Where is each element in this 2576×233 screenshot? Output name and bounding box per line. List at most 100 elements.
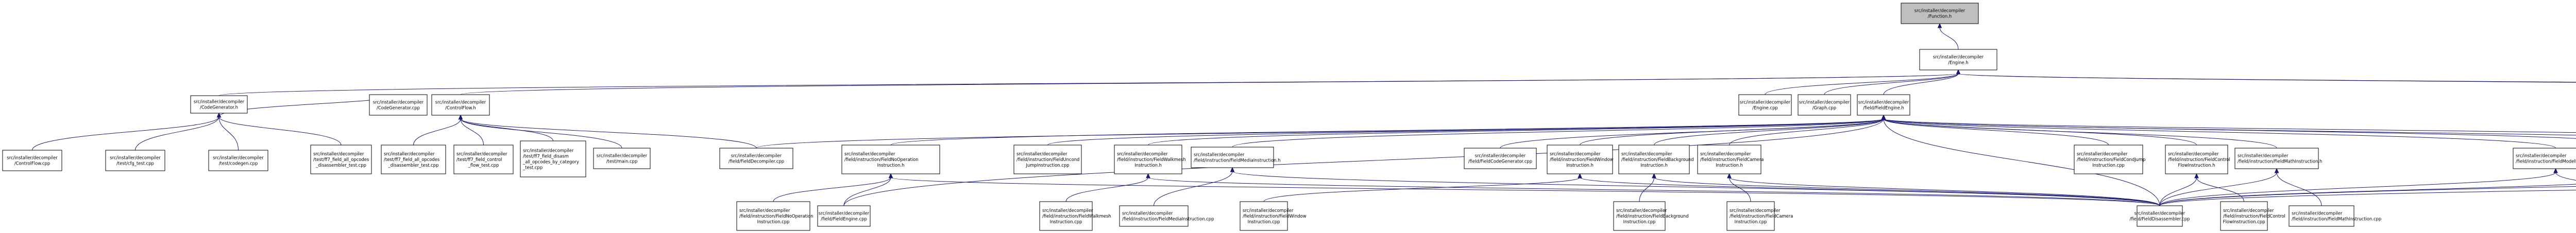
node-label: /field/instruction/FieldWalkmesh [1117, 157, 1186, 162]
graph-node-engine-cpp[interactable]: src/installer/decompiler/Engine.cpp [1738, 94, 1792, 116]
graph-node-function-h[interactable]: src/installer/decompiler/Function.h [1901, 3, 1979, 24]
graph-node-controlflow-h[interactable]: src/installer/decompiler/ControlFlow.h [431, 94, 490, 116]
graph-node-fielddisassembler-cpp[interactable]: src/installer/decompiler/field/FieldDisa… [2130, 205, 2190, 227]
dependency-edge [2159, 189, 2576, 206]
graph-node-fieldbackground-h[interactable]: src/installer/decompiler/field/instructi… [1618, 145, 1694, 174]
node-label: /CodeGenerator.cpp [377, 105, 420, 111]
graph-node-fieldcodegenerator-cpp[interactable]: src/installer/decompiler/field/FieldCode… [1464, 148, 1537, 169]
graph-node-fieldwindow-h[interactable]: src/installer/decompiler/field/instructi… [1547, 145, 1614, 174]
graph-node-graph-cpp[interactable]: src/installer/decompiler/Graph.cpp [1798, 94, 1851, 116]
graph-node-fieldmedia-cpp[interactable]: src/installer/decompiler/field/instructi… [1119, 205, 1214, 227]
node-label: /Function.h [1928, 14, 1952, 19]
graph-node-fieldwindow-cpp[interactable]: src/installer/decompiler/field/instructi… [1240, 201, 1307, 231]
node-label: /test/codegen.cpp [219, 161, 258, 166]
node-label: /field/FieldCodeGenerator.cpp [1468, 159, 1532, 164]
node-label: src/installer/decompiler [2077, 151, 2128, 156]
graph-node-fieldcondjump-cpp[interactable]: src/installer/decompiler/field/instructi… [2074, 145, 2145, 174]
graph-node-fieldmath-cpp[interactable]: src/installer/decompiler/field/instructi… [2289, 205, 2381, 227]
graph-node-fieldbackground-cpp[interactable]: src/installer/decompiler/field/instructi… [1613, 201, 1689, 231]
node-label: /field/FieldEngine.h [1863, 105, 1904, 111]
node-label: /field/FieldDecompiler.cpp [728, 159, 784, 164]
dependency-edge [1729, 177, 2160, 206]
node-label: Instruction.h [1134, 163, 1162, 168]
dependency-edge [2196, 177, 2244, 202]
graph-node-fieldmodel-h[interactable]: src/installer/decompiler/field/instructi… [2513, 148, 2576, 169]
graph-node-main-cpp[interactable]: src/installer/decompiler/test/main.cpp [593, 148, 651, 169]
node-label: FlowInstruction.h [2178, 163, 2215, 168]
dependency-edge [1148, 177, 2160, 206]
node-label: src/installer/decompiler [1858, 100, 1909, 105]
dependency-edge [1654, 177, 2160, 206]
node-label: src/installer/decompiler [1914, 8, 1965, 13]
graph-node-ff7-control-flow[interactable]: src/installer/decompiler/test/ff7_field_… [453, 145, 514, 174]
graph-node-fieldwalkmesh-h[interactable]: src/installer/decompiler/field/instructi… [1114, 145, 1186, 174]
node-label: Instruction.cpp [1050, 219, 1082, 224]
node-label: /CodeGenerator.h [200, 105, 238, 110]
node-label: src/installer/decompiler [1621, 151, 1672, 156]
graph-node-fieldcamera-cpp[interactable]: src/installer/decompiler/field/instructi… [1726, 201, 1793, 231]
node-box [1901, 3, 1979, 24]
graph-node-ff7-all-opcodes-b[interactable]: src/installer/decompiler/test/ff7_field_… [381, 145, 446, 174]
arrowhead-icon [1652, 173, 1656, 178]
dependency-edge [1883, 118, 2277, 149]
dependency-edge [2159, 177, 2197, 206]
dependency-edge [2555, 172, 2576, 181]
graph-node-fieldcontrolflow-cpp[interactable]: src/installer/decompiler/field/instructi… [2220, 201, 2285, 231]
node-label: src/installer/decompiler [2223, 208, 2274, 213]
node-label: Instruction.cpp [1735, 219, 1767, 224]
graph-node-cfg-test-cpp[interactable]: src/installer/decompiler/test/cfg_test.c… [105, 150, 165, 171]
node-box [2234, 148, 2319, 169]
dependency-edge [1883, 118, 2109, 146]
node-label: /field/instruction/FieldBackground [1621, 157, 1694, 162]
dependency-edge [32, 116, 219, 151]
graph-node-fieldnoop-cpp[interactable]: src/installer/decompiler/field/instructi… [736, 201, 814, 231]
graph-node-fieldmedia-h[interactable]: src/installer/decompiler/field/instructi… [1191, 147, 1281, 168]
node-label: /field/instruction/FieldModelInstruction… [2516, 159, 2576, 164]
node-box [2165, 145, 2228, 174]
graph-node-fieldwalkmesh-cpp[interactable]: src/installer/decompiler/field/instructi… [1039, 201, 1111, 231]
node-label: /field/instruction/FieldControl [2223, 213, 2285, 219]
dependency-edge [1765, 73, 1959, 95]
node-label: src/installer/decompiler [523, 148, 574, 153]
node-box [190, 95, 248, 114]
graph-node-codegenerator-cpp[interactable]: src/installer/decompiler/CodeGenerator.c… [369, 94, 428, 116]
node-label: src/installer/decompiler [2168, 151, 2219, 156]
graph-node-fieldmath-h[interactable]: src/installer/decompiler/field/instructi… [2234, 148, 2322, 169]
dependency-edge [1824, 73, 1959, 95]
dependency-edge [135, 116, 219, 151]
arrowhead-icon [1230, 167, 1235, 172]
graph-node-fieldengine-h[interactable]: src/installer/decompiler/field/FieldEngi… [1857, 94, 1910, 116]
dependency-edge [1232, 171, 2160, 206]
dependency-edge [773, 177, 891, 202]
graph-node-fieldnoop-h[interactable]: src/installer/decompiler/field/instructi… [841, 145, 940, 174]
node-box [1240, 201, 1288, 231]
dependency-edge [1263, 177, 1580, 202]
graph-node-fielddecompiler-cpp[interactable]: src/installer/decompiler/field/FieldDeco… [719, 148, 793, 169]
graph-node-controlflow-cpp[interactable]: src/installer/decompiler/ControlFlow.cpp [2, 150, 62, 171]
graph-node-fieldengine-cpp[interactable]: src/installer/decompiler/field/FieldEngi… [817, 205, 871, 227]
graph-node-fielduncondjump-cpp[interactable]: src/installer/decompiler/field/instructi… [1013, 145, 1082, 174]
graph-node-engine-h[interactable]: src/installer/decompiler/Engine.h [1919, 49, 1997, 70]
node-label: /test/ff7_field_all_opcodes [313, 157, 369, 162]
node-label: /field/FieldDisassembler.cpp [2130, 217, 2190, 222]
node-label: /field/instruction/FieldBackground [1616, 213, 1689, 219]
dependency-edge [460, 118, 484, 146]
dependency-edge [2276, 172, 2322, 206]
node-label: /field/instruction/FieldNoOperation [844, 157, 919, 162]
node-box [1119, 205, 1189, 227]
graph-node-ff7-all-opcodes-a[interactable]: src/installer/decompiler/test/ff7_field_… [310, 145, 372, 174]
node-label: src/installer/decompiler [739, 208, 790, 213]
node-box [1613, 201, 1666, 231]
node-label: src/installer/decompiler [373, 100, 424, 105]
dependency-edge [1047, 118, 1884, 146]
graph-node-fieldcontrolflow-h[interactable]: src/installer/decompiler/field/instructi… [2165, 145, 2230, 174]
node-box [719, 148, 793, 169]
arrowhead-icon [1937, 23, 1942, 28]
dependency-edge [756, 118, 1884, 149]
graph-node-fieldcamera-h[interactable]: src/installer/decompiler/field/instructi… [1697, 145, 1764, 174]
graph-node-ff7-disasm-category[interactable]: src/installer/decompiler/test/ff7_field_… [520, 140, 586, 177]
node-label: src/installer/decompiler [456, 151, 507, 156]
graph-node-codegenerator-h[interactable]: src/installer/decompiler/CodeGenerator.h [190, 95, 248, 114]
graph-node-codegen-cpp[interactable]: src/installer/decompiler/test/codegen.cp… [208, 150, 268, 171]
node-label: /ControlFlow.cpp [14, 161, 50, 166]
